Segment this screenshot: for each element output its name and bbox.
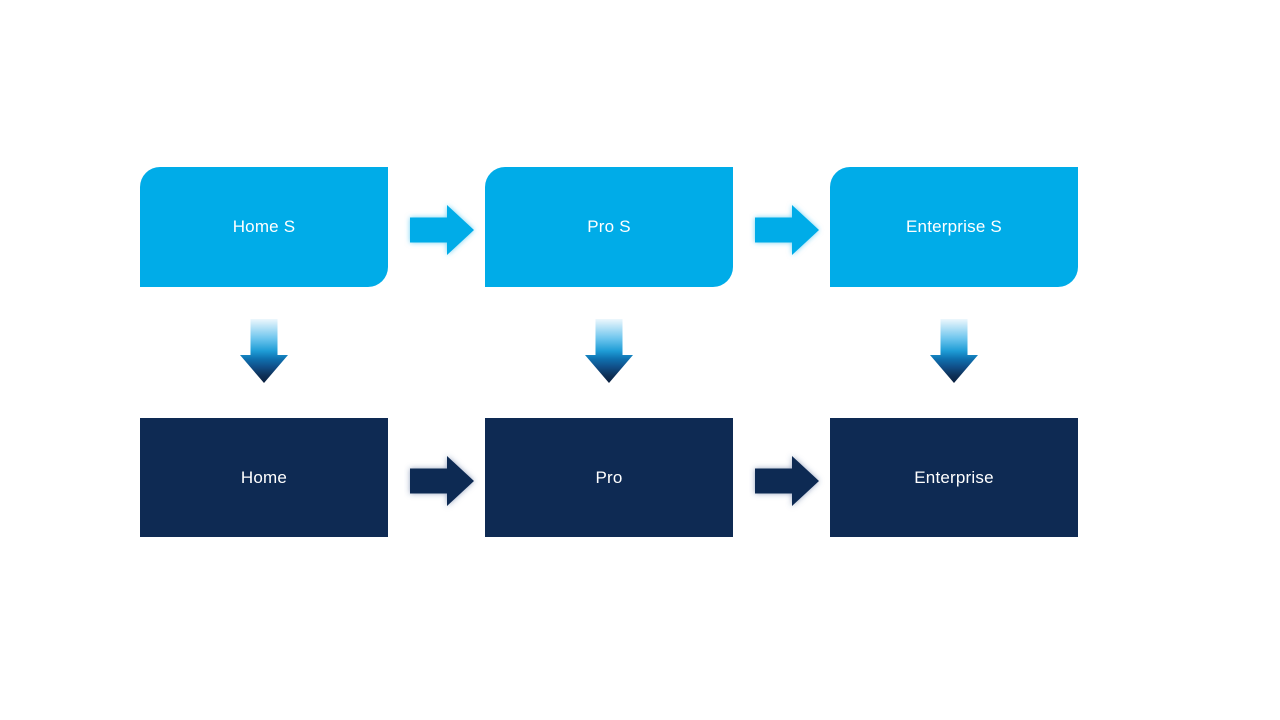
down-arrow-icon — [585, 319, 633, 383]
down-arrow-icon — [240, 319, 288, 383]
node-label: Home S — [232, 217, 296, 236]
node-label: Pro S — [587, 217, 631, 236]
node-label: Enterprise — [914, 467, 994, 487]
node-pro-s: Pro S — [485, 167, 733, 287]
node-enterprise-s: Enterprise S — [830, 167, 1078, 287]
right-arrow-icon — [755, 205, 819, 255]
node-enterprise: Enterprise — [830, 418, 1078, 537]
node-home-s: Home S — [140, 167, 388, 287]
node-label: Home — [240, 467, 288, 487]
down-arrow-icon — [930, 319, 978, 383]
right-arrow-icon — [410, 456, 474, 506]
node-home: Home — [140, 418, 388, 537]
right-arrow-icon — [755, 456, 819, 506]
node-label: Pro — [595, 467, 623, 487]
right-arrow-icon — [410, 205, 474, 255]
node-pro: Pro — [485, 418, 733, 537]
node-label: Enterprise S — [906, 217, 1002, 236]
